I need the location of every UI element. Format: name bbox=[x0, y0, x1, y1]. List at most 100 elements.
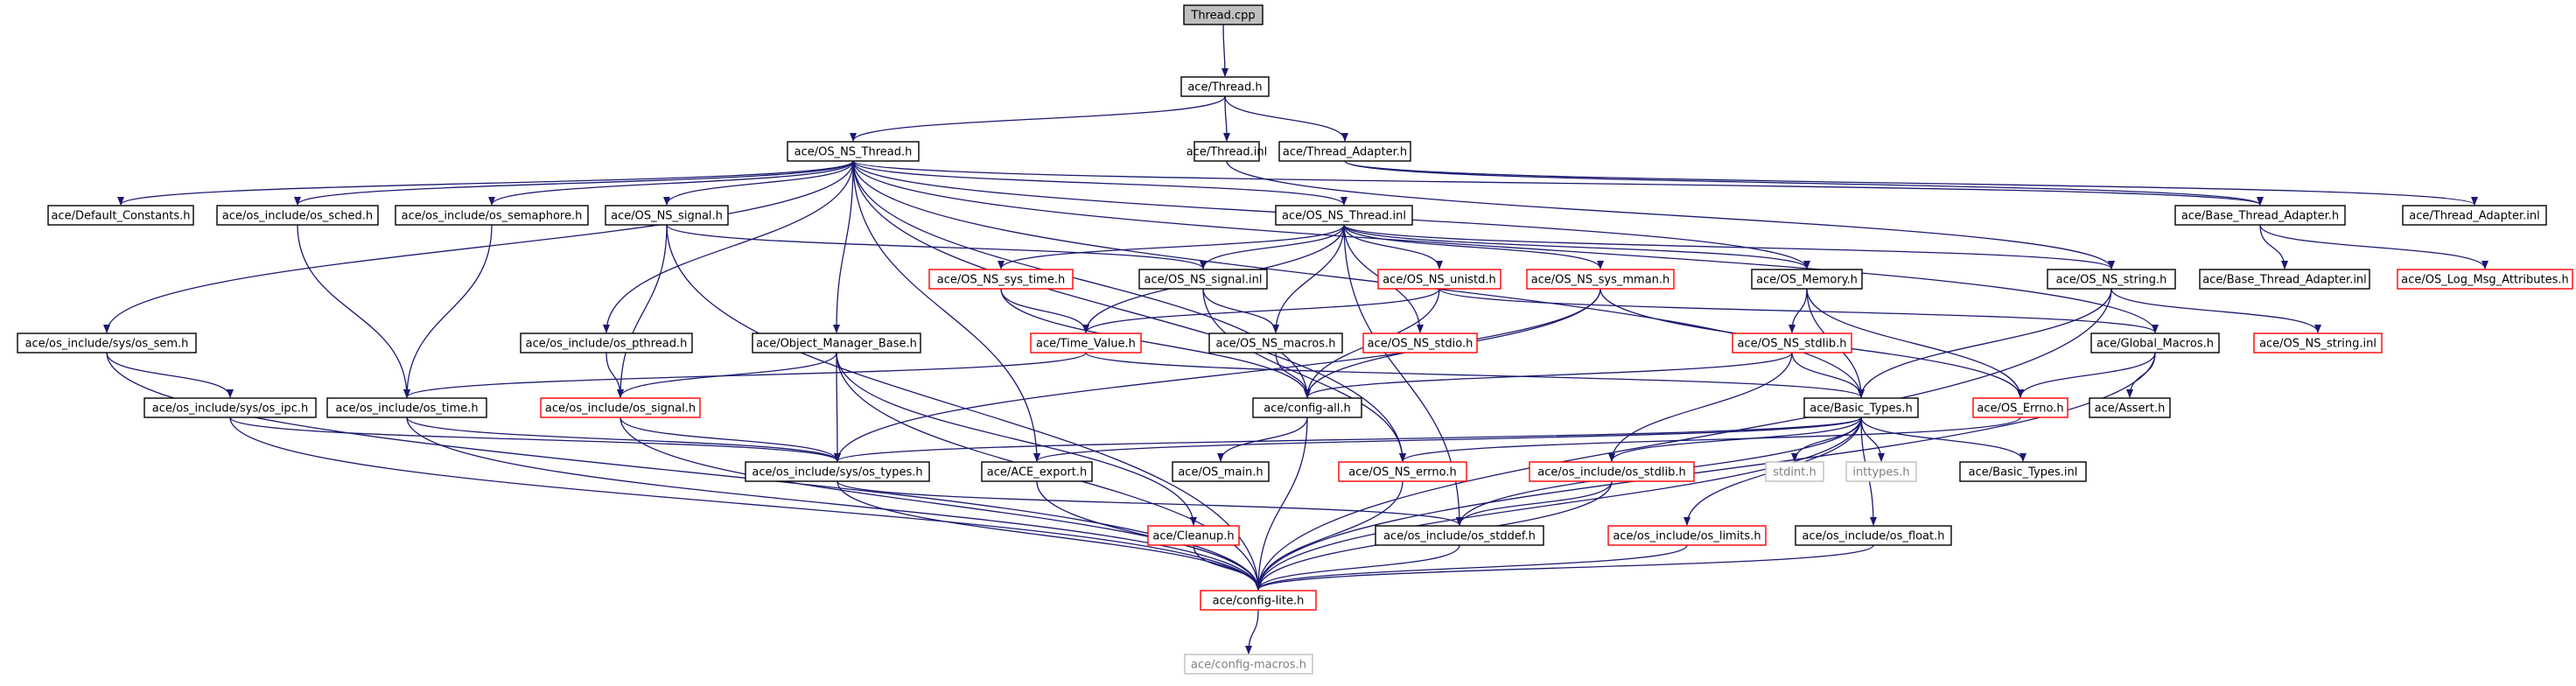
edge-os_pthread_h-to-os_signal_h bbox=[606, 352, 624, 398]
node-os-main-h[interactable]: ace/OS_main.h bbox=[1172, 461, 1270, 482]
node-os-signal-h[interactable]: ace/os_include/os_signal.h bbox=[540, 397, 701, 418]
node-label: ace/Thread_Adapter.h bbox=[1283, 146, 1407, 159]
node-assert-h[interactable]: ace/Assert.h bbox=[2089, 397, 2171, 418]
node-box bbox=[1375, 525, 1544, 546]
node-box bbox=[1030, 332, 1142, 354]
node-label: ace/os_include/os_stddef.h bbox=[1383, 530, 1536, 543]
node-os-ns-thread-inl[interactable]: ace/OS_NS_Thread.inl bbox=[1275, 205, 1413, 226]
node-thread-adapter-h[interactable]: ace/Thread_Adapter.h bbox=[1278, 141, 1411, 162]
edge-os_limits_h-to-config_lite_h bbox=[1255, 544, 1688, 591]
node-inttypes-h[interactable]: inttypes.h bbox=[1845, 461, 1917, 482]
node-base-thread-adapter-inl[interactable]: ace/Base_Thread_Adapter.inl bbox=[2199, 269, 2370, 290]
edge-object_manager_base_h-to-cleanup_h bbox=[836, 352, 1197, 526]
node-os-time-h[interactable]: ace/os_include/os_time.h bbox=[326, 397, 487, 418]
edge-os_ns_thread_h-to-os_ns_errno_h bbox=[852, 160, 1406, 462]
node-os-ns-signal-h[interactable]: ace/OS_NS_signal.h bbox=[605, 205, 729, 226]
node-box bbox=[1275, 205, 1413, 226]
node-object-manager-base-h[interactable]: ace/Object_Manager_Base.h bbox=[752, 332, 921, 354]
node-box bbox=[1138, 269, 1268, 290]
node-box bbox=[1180, 76, 1270, 97]
node-box bbox=[2397, 269, 2573, 290]
node-os-semaphore-h[interactable]: ace/os_include/os_semaphore.h bbox=[395, 205, 589, 226]
edge-os_ns_stdlib_h-to-config_all_h bbox=[1304, 352, 1793, 398]
node-os-limits-h[interactable]: ace/os_include/os_limits.h bbox=[1607, 525, 1767, 546]
node-config-macros-h[interactable]: ace/config-macros.h bbox=[1184, 654, 1313, 675]
edge-os_time_h-to-sys_os_types_h bbox=[406, 416, 841, 462]
node-os-stdlib-h[interactable]: ace/os_include/os_stdlib.h bbox=[1529, 461, 1695, 482]
node-base-thread-adapter-h[interactable]: ace/Base_Thread_Adapter.h bbox=[2174, 205, 2346, 226]
node-os-ns-unistd-h[interactable]: ace/OS_NS_unistd.h bbox=[1377, 269, 1502, 290]
edge-thread_h-to-thread_inl bbox=[1222, 95, 1230, 142]
node-box bbox=[752, 332, 921, 354]
node-os-ns-errno-h[interactable]: ace/OS_NS_errno.h bbox=[1338, 461, 1467, 482]
edge-os_ns_string_h-to-config_lite_h bbox=[1255, 288, 2112, 591]
edge-config_all_h-to-os_main_h bbox=[1217, 416, 1308, 462]
node-config-all-h[interactable]: ace/config-all.h bbox=[1252, 397, 1362, 418]
edge-thread_inl-to-os_ns_string_h bbox=[1226, 160, 2115, 270]
node-thread-adapter-inl[interactable]: ace/Thread_Adapter.inl bbox=[2402, 205, 2547, 226]
node-os-ns-thread-h[interactable]: ace/OS_NS_Thread.h bbox=[787, 141, 920, 162]
edge-os_ns_string_h-to-basic_types_h bbox=[1858, 288, 2112, 398]
node-os-memory-h[interactable]: ace/OS_Memory.h bbox=[1751, 269, 1863, 290]
node-global-macros-h[interactable]: ace/Global_Macros.h bbox=[2090, 332, 2220, 354]
edge-os_stddef_h-to-config_lite_h bbox=[1255, 544, 1460, 591]
node-box bbox=[605, 205, 729, 226]
node-basic-types-inl[interactable]: ace/Basic_Types.inl bbox=[1959, 461, 2087, 482]
edge-os_ns_thread_h-to-os_ns_thread_inl bbox=[852, 160, 1348, 206]
edge-os_ns_errno_h-to-config_lite_h bbox=[1255, 480, 1404, 591]
node-sys-os-types-h[interactable]: ace/os_include/sys/os_types.h bbox=[745, 461, 930, 482]
edge-time_value_h-to-basic_types_h bbox=[1085, 352, 1865, 398]
edge-os_ns_signal_h-to-config_lite_h bbox=[666, 224, 1262, 591]
node-box bbox=[2174, 205, 2346, 226]
node-ace-export-h[interactable]: ace/ACE_export.h bbox=[981, 461, 1093, 482]
node-os-errno-h[interactable]: ace/OS_Errno.h bbox=[1972, 397, 2068, 418]
node-os-ns-sys-time-h[interactable]: ace/OS_NS_sys_time.h bbox=[928, 269, 1074, 290]
node-basic-types-h[interactable]: ace/Basic_Types.h bbox=[1803, 397, 1919, 418]
node-box bbox=[1200, 590, 1317, 611]
node-thread-cpp[interactable]: Thread.cpp bbox=[1183, 4, 1264, 25]
node-config-lite-h[interactable]: ace/config-lite.h bbox=[1200, 590, 1317, 611]
edge-os_ns_signal_inl-to-os_ns_errno_h bbox=[1202, 288, 1406, 462]
node-box bbox=[1147, 525, 1240, 546]
node-os-ns-string-inl[interactable]: ace/OS_NS_string.inl bbox=[2253, 332, 2383, 354]
node-thread-inl[interactable]: ace/Thread.inl bbox=[1186, 141, 1268, 162]
node-os-ns-macros-h[interactable]: ace/OS_NS_macros.h bbox=[1208, 332, 1343, 354]
node-os-ns-string-h[interactable]: ace/OS_NS_string.h bbox=[2047, 269, 2176, 290]
node-label: ace/config-lite.h bbox=[1213, 595, 1305, 608]
node-box bbox=[2199, 269, 2370, 290]
node-os-ns-stdio-h[interactable]: ace/OS_NS_stdio.h bbox=[1362, 332, 1478, 354]
node-os-float-h[interactable]: ace/os_include/os_float.h bbox=[1795, 525, 1952, 546]
node-thread-h[interactable]: ace/Thread.h bbox=[1180, 76, 1270, 97]
node-box bbox=[1529, 461, 1695, 482]
node-label: ace/os_include/os_stdlib.h bbox=[1537, 466, 1685, 480]
node-os-sched-h[interactable]: ace/os_include/os_sched.h bbox=[216, 205, 379, 226]
node-label: ace/Basic_Types.h bbox=[1810, 402, 1912, 416]
node-os-log-msg-attributes-h[interactable]: ace/OS_Log_Msg_Attributes.h bbox=[2397, 269, 2573, 290]
node-stdint-h[interactable]: stdint.h bbox=[1765, 461, 1824, 482]
node-label: ace/Thread.h bbox=[1187, 81, 1262, 94]
node-label: ace/ACE_export.h bbox=[987, 466, 1087, 480]
node-default-constants-h[interactable]: ace/Default_Constants.h bbox=[47, 205, 194, 226]
node-box bbox=[395, 205, 589, 226]
node-label: ace/Global_Macros.h bbox=[2096, 338, 2214, 351]
node-cleanup-h[interactable]: ace/Cleanup.h bbox=[1147, 525, 1240, 546]
node-time-value-h[interactable]: ace/Time_Value.h bbox=[1030, 332, 1142, 354]
node-sys-os-sem-h[interactable]: ace/os_include/sys/os_sem.h bbox=[17, 332, 197, 354]
node-os-pthread-h[interactable]: ace/os_include/os_pthread.h bbox=[520, 332, 693, 354]
edge-basic_types_h-to-basic_types_inl bbox=[1860, 416, 2026, 462]
edge-os_ns_thread_h-to-sys_os_sem_h bbox=[103, 160, 854, 333]
node-label: ace/Base_Thread_Adapter.h bbox=[2181, 210, 2339, 223]
node-label: ace/OS_NS_stdio.h bbox=[1368, 338, 1474, 351]
edge-os_ns_thread_h-to-ace_export_h bbox=[852, 160, 1040, 462]
node-os-stddef-h[interactable]: ace/os_include/os_stddef.h bbox=[1375, 525, 1544, 546]
node-sys-os-ipc-h[interactable]: ace/os_include/sys/os_ipc.h bbox=[144, 397, 317, 418]
node-label: ace/OS_NS_signal.h bbox=[611, 210, 723, 223]
node-box bbox=[1845, 461, 1917, 482]
node-label: ace/OS_NS_string.h bbox=[2056, 274, 2167, 287]
node-os-ns-signal-inl[interactable]: ace/OS_NS_signal.inl bbox=[1138, 269, 1268, 290]
node-os-ns-sys-mman-h[interactable]: ace/OS_NS_sys_mman.h bbox=[1526, 269, 1675, 290]
node-box bbox=[2090, 332, 2220, 354]
node-label: ace/OS_NS_macros.h bbox=[1216, 338, 1336, 351]
node-label: ace/Thread_Adapter.inl bbox=[2409, 210, 2539, 223]
node-os-ns-stdlib-h[interactable]: ace/OS_NS_stdlib.h bbox=[1732, 332, 1852, 354]
